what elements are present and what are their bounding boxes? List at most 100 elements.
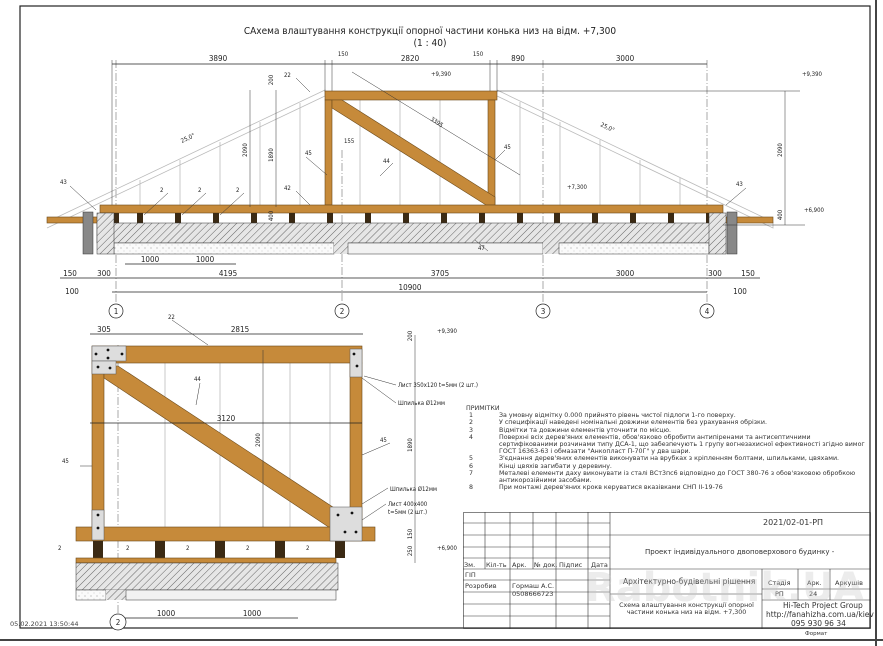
col-header-zm: Зм. [464,561,476,569]
mark-45: 45 [305,150,312,157]
dim-150: 150 [338,51,349,58]
sheet-title: Схема влаштування конструкції опорної ча… [619,602,754,616]
mark-47: 47 [478,245,485,252]
dim-100: 100 [65,287,79,296]
brace-44 [331,99,496,206]
joist-block [668,213,674,223]
dim-2820: 2820 [401,54,420,63]
joist-block [479,213,485,223]
level-6900: +6,900 [804,207,825,214]
level-9390: +9,390 [431,71,452,78]
mark-42: 42 [284,185,291,192]
callout-stud: Шпилька Ø12мм [398,400,445,407]
joist-block [275,541,285,558]
level-9390-right: +9,390 [802,71,823,78]
doc-code: 2021/02-01-РП [763,518,824,527]
mark-45: 45 [62,458,69,465]
dim-300: 300 [708,269,722,278]
wall-right [726,211,738,255]
dim-155: 155 [344,138,354,145]
mark-2: 2 [198,187,201,194]
joist-block [630,213,636,223]
sheet-frame [19,5,871,629]
mark-44: 44 [194,376,201,383]
dim-150: 150 [741,269,755,278]
col-header-doc: № док. [534,561,558,569]
drawing-title: САхема влаштування конструкції опорної ч… [244,25,617,37]
callout-stud: Шпилька Ø12мм [390,486,437,493]
joist-block [137,213,143,223]
dim-1890: 1890 [268,148,275,162]
post-45-left [91,362,105,529]
dim-2090: 2090 [242,143,249,157]
dim-300: 300 [97,269,111,278]
top-chord-22 [324,90,498,101]
mark-2: 2 [160,187,163,194]
post-45-right [487,99,496,206]
brace-44 [103,365,346,529]
timestamp: 05.02.2021 13:50:44 [10,620,79,628]
void-middle [347,242,544,255]
mark-22: 22 [284,72,291,79]
insulation-left [113,242,335,255]
floor-slab [75,562,339,591]
note-number: 1 [469,412,474,420]
dim-2815: 2815 [231,325,249,334]
format-label: Формат [805,631,828,637]
role-gip: ГІП [465,571,476,579]
bottom-beam [75,526,376,542]
dim-1890: 1890 [407,438,414,452]
dim-1000: 1000 [157,609,176,618]
col-header-qty: Кіл-ть [486,561,507,569]
axis-3: 3 [541,307,546,316]
detail-elevation: 305 2815 3120 2090 [58,314,478,631]
level-9390: +9,390 [437,328,458,335]
callout-plate-350: Лист 350х120 t=5мм (2 шт.) [398,382,478,389]
joist-block [335,541,345,558]
note-item: 5 З'єднання дерев'яних елементів виконува… [466,455,871,462]
joist-block [289,213,295,223]
mark-22: 22 [168,314,175,321]
mark-45: 45 [504,144,511,151]
note-number: 6 [469,462,474,470]
col-header-sign: Підпис [559,561,583,569]
joist-block [365,213,371,223]
top-elevation: 3890 150 2820 150 890 3000 3395 [46,51,825,319]
mark-2: 2 [58,545,61,552]
mark-43: 43 [736,181,743,188]
note-number: 3 [469,426,474,434]
axis-2: 2 [116,618,121,627]
note-number: 7 [469,469,474,477]
developer-phone: 0508666723 [512,590,554,598]
diag-dim-line [351,71,521,176]
axis-4: 4 [705,307,710,316]
company-url[interactable]: http://fanahizha.com.ua/kiev [766,610,874,619]
note-item: 3 Відмітки та довжини елементів уточнити … [466,427,871,434]
joist-block [441,213,447,223]
note-number: 5 [469,455,474,463]
note-number: 2 [469,419,474,427]
col-header-date: Дата [591,561,608,569]
callout-plate-400-thickness: t=5мм (2 шт.) [388,509,427,516]
note-text: При монтажі дерев'яних крокв керуватися … [499,484,723,492]
developer-name: Гормаш А.С. [512,582,555,590]
note-text: Кінці цвяхів загибати у деревину. [499,462,612,470]
note-text: Відмітки та довжини елементів уточнити п… [499,426,672,434]
dim-250: 250 [407,545,414,556]
joist-block [517,213,523,223]
note-text: Поверхні всіх дерев'яних елементів, обов… [499,433,865,456]
role-developer: Розробив [465,582,497,590]
dim-2090-right: 2090 [777,143,784,157]
joist-blocks [93,541,345,558]
note-text: З'єднання дерев'яних елементів виконуват… [499,455,840,463]
joist-block [251,213,257,223]
joist-block [213,213,219,223]
mark-2: 2 [236,187,239,194]
dim-150: 150 [473,51,484,58]
note-item: 6 Кінці цвяхів загибати у деревину. [466,463,871,470]
top-chord-22 [91,345,363,364]
joist-block [155,541,165,558]
